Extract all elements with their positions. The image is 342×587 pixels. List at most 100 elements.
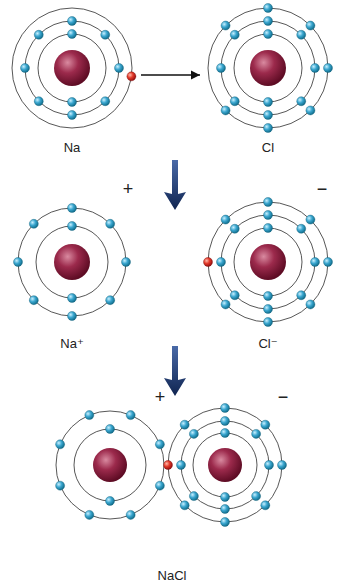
electron-shell (18, 208, 126, 316)
electron (68, 222, 77, 231)
ion-label: Na⁺ (60, 337, 83, 351)
electron (311, 64, 320, 73)
electron-transfer-arrow (141, 74, 200, 75)
compound-label: NaCl (158, 569, 187, 583)
electron (101, 97, 110, 106)
electron (221, 300, 230, 309)
electron (311, 258, 320, 267)
charge-sign: − (317, 180, 328, 200)
electron (14, 258, 23, 267)
electron (264, 211, 273, 220)
electron (252, 429, 261, 438)
electron (264, 305, 273, 314)
electron (221, 429, 230, 438)
electron (189, 429, 198, 438)
atom-node: Cl (202, 2, 334, 158)
ion-label: Cl⁻ (258, 337, 277, 351)
charge-sign: − (278, 388, 289, 408)
electron (264, 30, 273, 39)
electron (101, 30, 110, 39)
electron-shell (56, 411, 164, 519)
atom-node: + Na⁺ (6, 176, 146, 354)
electron (126, 411, 135, 420)
electron-shell (208, 202, 328, 322)
electron (68, 294, 77, 303)
electron (180, 501, 189, 510)
electron (126, 510, 135, 519)
electron (177, 461, 186, 470)
atom-drawing (6, 176, 146, 354)
electron (264, 198, 273, 207)
step-arrow (164, 160, 186, 210)
electron (264, 124, 273, 133)
electron (68, 98, 77, 107)
electron (261, 501, 270, 510)
electron (264, 292, 273, 301)
transferred-electron (127, 72, 136, 81)
electron-shell (234, 228, 302, 296)
electron-shell (181, 421, 269, 509)
electron (252, 492, 261, 501)
atom-drawing (6, 2, 138, 158)
electron-shell (38, 34, 106, 102)
electron (278, 461, 287, 470)
electron (106, 296, 115, 305)
electron (230, 291, 239, 300)
electron (122, 258, 131, 267)
nucleus (208, 448, 242, 482)
electron (217, 258, 226, 267)
electron-shell (208, 8, 328, 128)
electron (306, 300, 315, 309)
electron (221, 106, 230, 115)
electron (324, 64, 333, 73)
electron (221, 518, 230, 527)
electron (68, 17, 77, 26)
electron (68, 111, 77, 120)
electron (155, 481, 164, 490)
electron (264, 4, 273, 13)
atom-node: Na (6, 2, 138, 158)
electron (265, 461, 274, 470)
electron (56, 440, 65, 449)
electron (221, 404, 230, 413)
electron (306, 21, 315, 30)
step-arrow (164, 346, 186, 396)
electron-shell (36, 226, 108, 298)
electron (221, 417, 230, 426)
electron (306, 215, 315, 224)
charge-sign: + (123, 180, 134, 200)
electron (297, 97, 306, 106)
element-label: Na (64, 141, 81, 155)
element-label: Cl (262, 141, 274, 155)
electron-shell (74, 429, 146, 501)
transferred-electron (164, 461, 173, 470)
electron (297, 224, 306, 233)
electron (221, 21, 230, 30)
transferred-electron (204, 258, 213, 267)
electron (264, 111, 273, 120)
electron-shell (193, 433, 257, 497)
electron (230, 30, 239, 39)
electron (106, 497, 115, 506)
electron (21, 64, 30, 73)
nucleus (250, 244, 286, 280)
atom-node: + (50, 384, 167, 524)
atom-drawing (50, 384, 167, 524)
electron (221, 215, 230, 224)
atom-drawing (202, 176, 338, 354)
electron (264, 98, 273, 107)
electron (155, 440, 164, 449)
electron-shell (25, 21, 119, 115)
nucleus (250, 50, 286, 86)
electron-shell (221, 21, 315, 115)
electron-shell (12, 8, 132, 128)
electron-shell (221, 215, 315, 309)
electron-shell (234, 34, 302, 102)
electron (297, 291, 306, 300)
electron (264, 318, 273, 327)
electron (106, 425, 115, 434)
electron (221, 493, 230, 502)
electron (180, 420, 189, 429)
electron (217, 64, 226, 73)
